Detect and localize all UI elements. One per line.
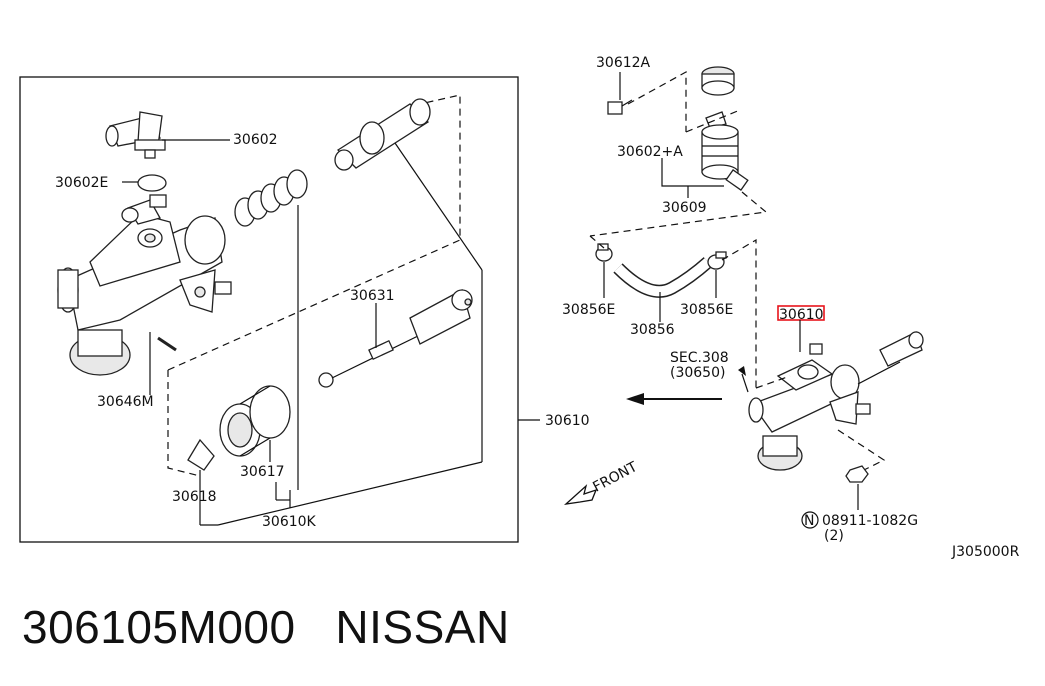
assembled-master-cylinder [748, 331, 924, 471]
nut-marker-letter: N [804, 513, 814, 529]
label-30610-box: 30610 [545, 413, 590, 429]
highlight-box [777, 305, 825, 321]
hose-dash-2 [721, 238, 757, 388]
assembly-dash-2 [837, 429, 886, 473]
reservoir-cap [701, 66, 735, 96]
label-30602A: 30602+A [617, 144, 683, 160]
diagram-code: J305000R [951, 544, 1020, 560]
reservoir-connector [105, 111, 166, 159]
guide-line [394, 142, 483, 271]
spring [234, 169, 308, 227]
label-30612A: 30612A [596, 55, 651, 71]
caption-brand: NISSAN [335, 601, 510, 653]
label-30610-highlight: 30610 [779, 307, 824, 323]
label-30631: 30631 [350, 288, 395, 304]
label-30856: 30856 [630, 322, 675, 338]
label-nut-qty: (2) [824, 528, 844, 544]
label-nut-part: 08911-1082G [822, 513, 918, 529]
reservoir-dash-3 [589, 191, 768, 237]
direction-arrow-head [626, 393, 644, 405]
master-cylinder-body [57, 194, 232, 376]
assembly-box [19, 76, 519, 543]
roll-pin [157, 336, 177, 352]
hose-dash [589, 235, 605, 249]
label-30609: 30609 [662, 200, 707, 216]
exploded-region-top [167, 94, 461, 371]
label-30602: 30602 [233, 132, 278, 148]
reservoir-tank [701, 111, 749, 191]
reservoir-dash-2 [685, 109, 741, 133]
label-30617: 30617 [240, 464, 285, 480]
label-30618: 30618 [172, 489, 217, 505]
label-30856E-right: 30856E [680, 302, 733, 318]
exploded-region-outline [167, 370, 201, 477]
dust-boot [219, 385, 291, 457]
nut-marker-circle [801, 511, 819, 529]
caption: 306105M000 NISSAN [22, 600, 510, 654]
reservoir-bolt [607, 99, 633, 115]
label-front: FRONT [590, 459, 640, 496]
reservoir-dash-1 [627, 70, 687, 132]
hose-clamp-right [707, 251, 727, 270]
piston [334, 98, 431, 171]
label-sec308-sub: (30650) [670, 365, 725, 381]
label-30610K: 30610K [262, 514, 317, 530]
push-rod [318, 289, 473, 388]
label-30646M: 30646M [97, 394, 154, 410]
label-30602E: 30602E [55, 175, 108, 191]
hose-clamp-left [595, 243, 613, 262]
mounting-nut [845, 465, 869, 483]
caption-part-number: 306105M000 [22, 601, 296, 653]
front-arrow-icon [563, 484, 598, 505]
label-sec308: SEC.308 [670, 350, 729, 366]
guide-line-3 [217, 461, 483, 526]
seal-ring [137, 174, 167, 192]
hose [613, 257, 713, 298]
retaining-clip [187, 438, 215, 471]
assembly-dash [755, 375, 791, 389]
sec308-arrowhead [738, 366, 746, 376]
label-30856E-left: 30856E [562, 302, 615, 318]
